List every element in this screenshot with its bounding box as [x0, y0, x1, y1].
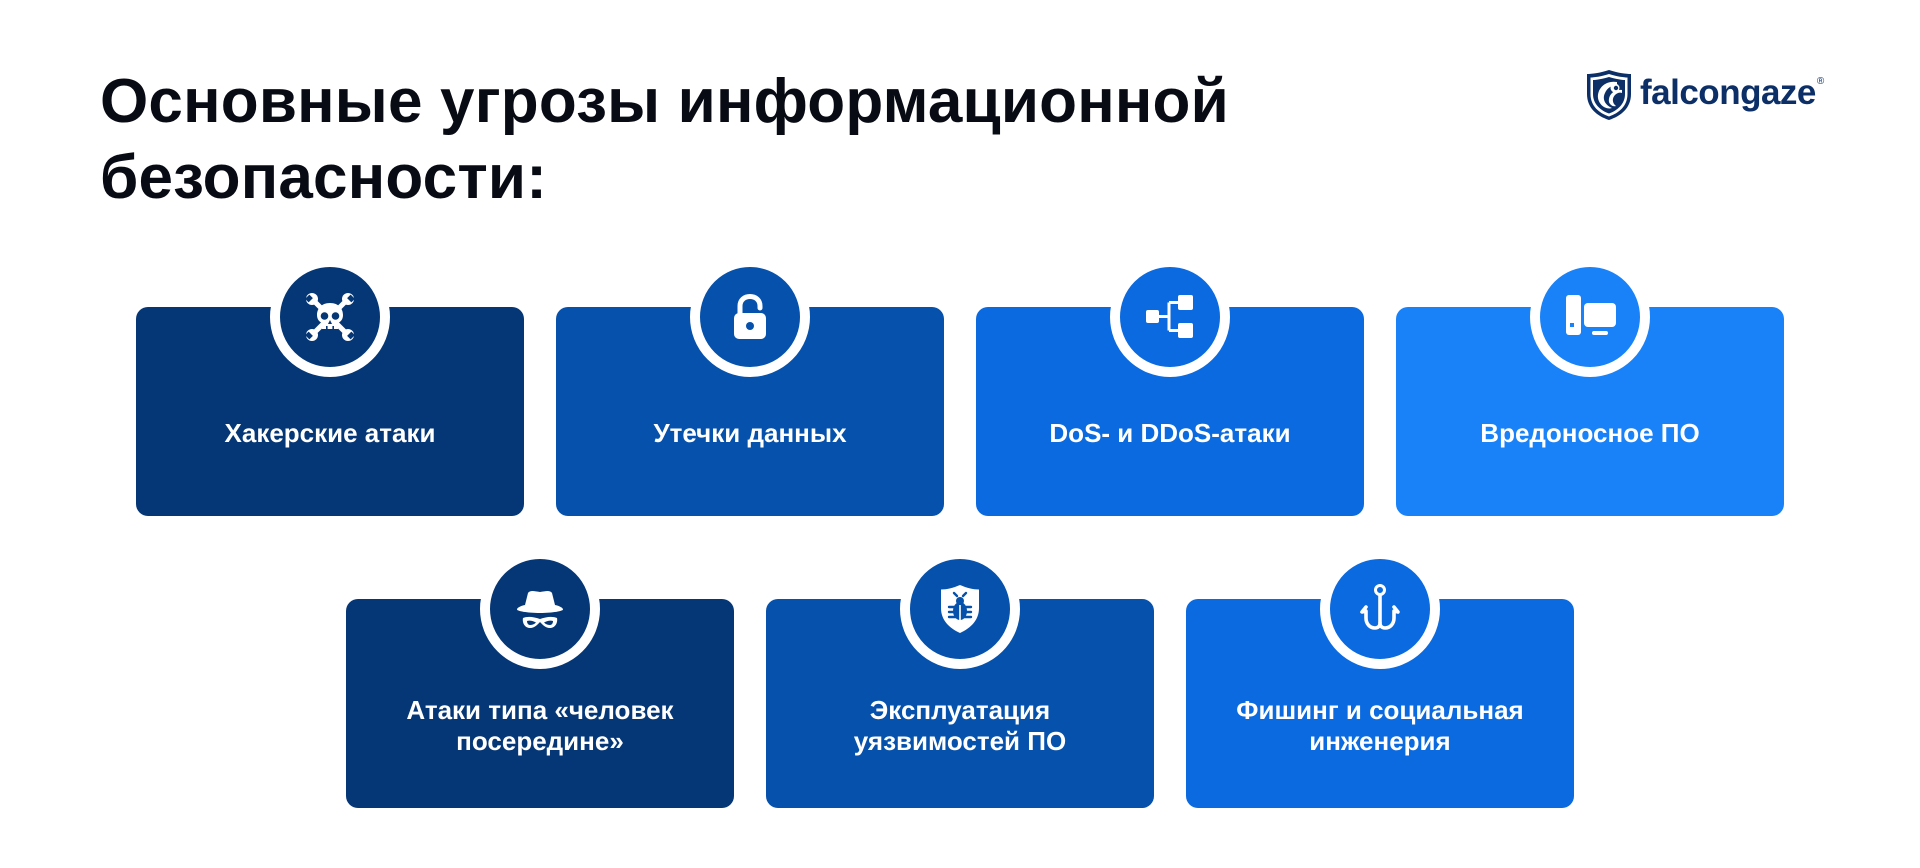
logo-wordmark: falcongaze — [1640, 73, 1816, 112]
icon-badge — [900, 549, 1020, 669]
shield-bug-icon — [941, 585, 979, 633]
falcongaze-logo: falcongaze ® — [1584, 68, 1824, 122]
icon-badge — [270, 257, 390, 377]
falcon-shield-icon — [1587, 70, 1631, 120]
network-hierarchy-icon — [1146, 295, 1193, 338]
icon-badge — [690, 257, 810, 377]
unlocked-padlock-icon — [734, 293, 766, 339]
threat-card-mitm: Атаки типа «человек посередине» — [346, 549, 734, 808]
threat-card-phishing: Фишинг и социальная инженерия — [1186, 549, 1574, 808]
page-title-line-1: Основные угрозы информационной — [100, 67, 1229, 136]
spy-hat-mask-icon — [517, 591, 563, 628]
icon-badge — [480, 549, 600, 669]
card-label: Утечки данных — [653, 418, 847, 448]
card-label: Хакерские атаки — [224, 418, 436, 448]
card-label: Атаки типа «человек посередине» — [406, 694, 674, 756]
page-title-line-2: безопасности: — [100, 143, 548, 212]
fishing-hook-icon — [1360, 584, 1400, 630]
threat-card-malware: Вредоносное ПО — [1396, 257, 1784, 516]
card-label: Фишинг и социальная инженерия — [1236, 694, 1524, 756]
threat-card-data-leaks: Утечки данных — [556, 257, 944, 516]
page-title: Основные угрозы информационной безопасно… — [100, 64, 1229, 216]
icon-badge — [1320, 549, 1440, 669]
skull-crossed-wrenches-icon — [305, 293, 355, 341]
card-label: DoS- и DDoS-атаки — [1049, 418, 1291, 448]
registered-mark: ® — [1816, 75, 1825, 87]
threat-card-vulnerability-exploitation: Эксплуатация уязвимостей ПО — [766, 549, 1154, 808]
card-label: Вредоносное ПО — [1480, 418, 1700, 448]
card-label: Эксплуатация уязвимостей ПО — [853, 694, 1067, 756]
desktop-computer-icon — [1566, 295, 1616, 335]
threat-card-hacker-attacks: Хакерские атаки — [136, 257, 524, 516]
threat-card-dos-ddos: DoS- и DDoS-атаки — [976, 257, 1364, 516]
icon-badge — [1530, 257, 1650, 377]
icon-badge — [1110, 257, 1230, 377]
